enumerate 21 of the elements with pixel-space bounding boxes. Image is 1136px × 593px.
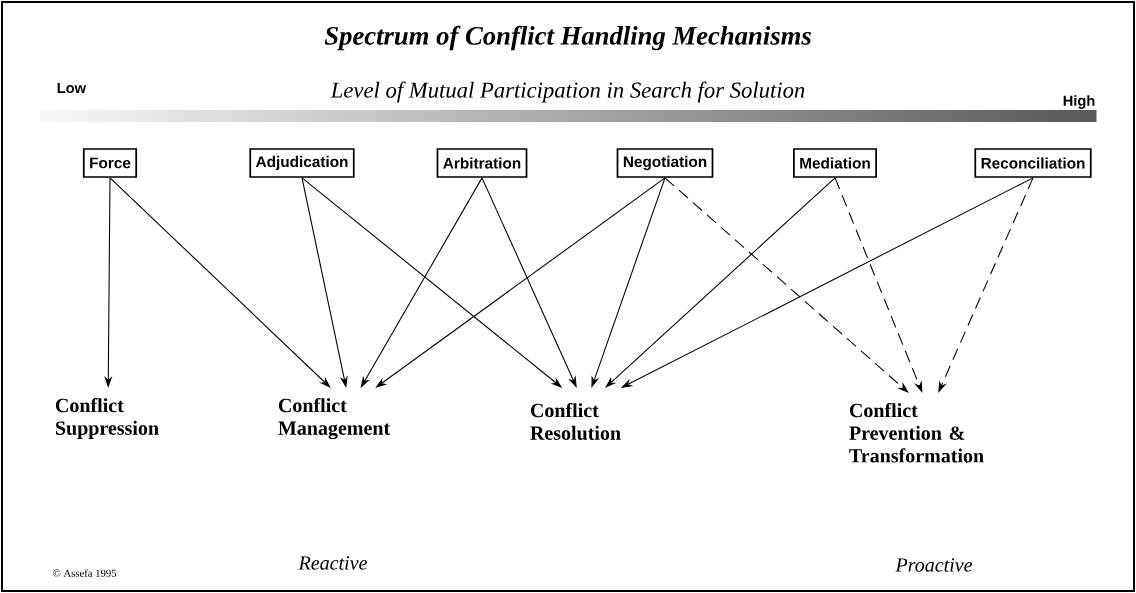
outcome-label: Conflict Management (278, 397, 391, 440)
mechanism-box: Reconciliation (974, 148, 1092, 178)
arrow (605, 177, 836, 388)
category-label: Proactive (895, 558, 973, 572)
outcome-label: Conflict Suppression (55, 397, 159, 439)
outcome-label: Conflict Resolution (530, 402, 621, 440)
arrow (360, 177, 483, 388)
copyright-note: © Assefa 1995 (53, 569, 117, 577)
scale-label: High (1063, 95, 1095, 109)
outcome-label: Conflict Prevention & Transformation (849, 402, 984, 463)
subtitle: Level of Mutual Participation in Search for Solution (330, 81, 805, 103)
title: Spectrum of Conflict Handling Mechanisms (324, 25, 811, 51)
arrow (109, 177, 331, 388)
scale-label: Low (57, 82, 87, 94)
mechanism-box: Mediation (793, 148, 877, 178)
arrow (664, 177, 909, 393)
mechanism-box: Negotiation (616, 148, 714, 178)
category-label: Reactive (298, 556, 367, 570)
mechanism-box: Arbitration (436, 148, 528, 178)
mechanism-box: Force (82, 148, 138, 178)
mechanism-box: Adjudication (249, 148, 355, 178)
